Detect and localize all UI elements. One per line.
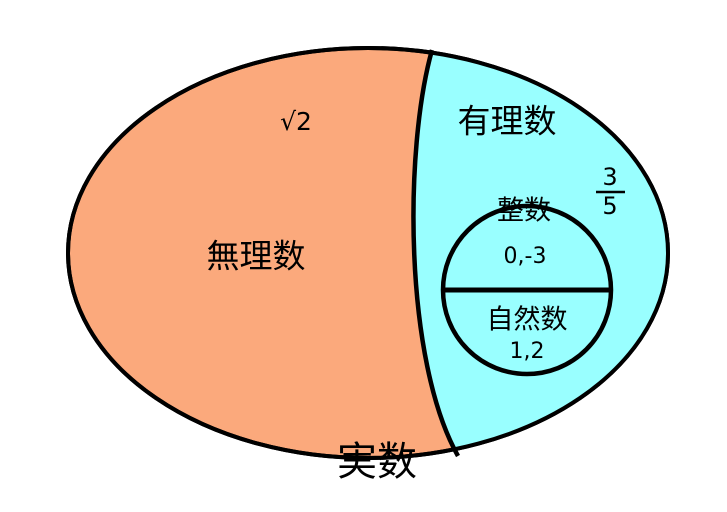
integer-set-label: 整数 bbox=[497, 196, 551, 227]
integer-example-label: 0,-3 bbox=[504, 244, 547, 269]
real-numbers-outline bbox=[66, 46, 670, 460]
rational-set-label: 有理数 bbox=[458, 102, 557, 141]
irrational-set-label: 無理数 bbox=[207, 237, 306, 276]
natural-set-label: 自然数 bbox=[487, 305, 568, 336]
real-numbers-label: 実数 bbox=[337, 439, 417, 485]
rational-example-numerator: 3 bbox=[602, 163, 617, 191]
irrational-example-label: √2 bbox=[280, 107, 312, 136]
rational-example-denominator: 5 bbox=[602, 192, 617, 220]
natural-example-label: 1,2 bbox=[510, 339, 545, 364]
rational-boundary-arc bbox=[411, 49, 460, 458]
